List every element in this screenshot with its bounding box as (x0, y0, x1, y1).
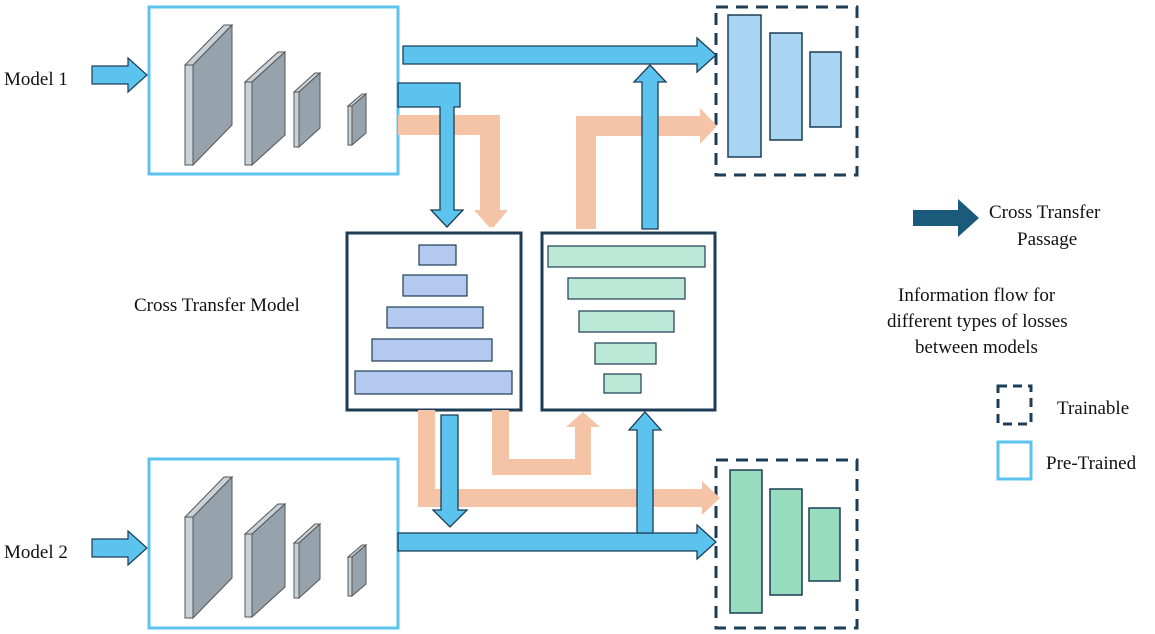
input-arrow-icon (91, 56, 148, 94)
head2-layers (729, 469, 841, 614)
loss-flow-arrows (398, 108, 720, 515)
model2-layers (183, 475, 368, 620)
legend-trainable-label: Trainable (1057, 398, 1129, 419)
legend-info-line-2: different types of losses (887, 311, 1068, 332)
head1-layers (727, 14, 842, 158)
model1-label: Model 1 (4, 69, 68, 90)
transfer-arrows (397, 36, 717, 561)
legend-info-line-3: between models (915, 337, 1038, 358)
model1-layers (183, 23, 368, 167)
legend-arrow-label-1: Cross Transfer (989, 202, 1101, 223)
legend-pretrained-swatch (996, 440, 1033, 481)
legend-pretrained-label: Pre-Trained (1046, 453, 1137, 474)
cross-transfer-model-label: Cross Transfer Model (134, 295, 300, 316)
decoder-layers (547, 245, 706, 394)
encoder-layers (354, 244, 513, 395)
legend-info-line-1: Information flow for (898, 285, 1056, 306)
input-arrow-icon (91, 529, 148, 567)
model2-label: Model 2 (4, 542, 68, 563)
legend-arrow-label-2: Passage (1017, 229, 1077, 250)
legend-trainable-swatch (996, 384, 1033, 426)
cross-transfer-arrow-icon (913, 199, 979, 237)
